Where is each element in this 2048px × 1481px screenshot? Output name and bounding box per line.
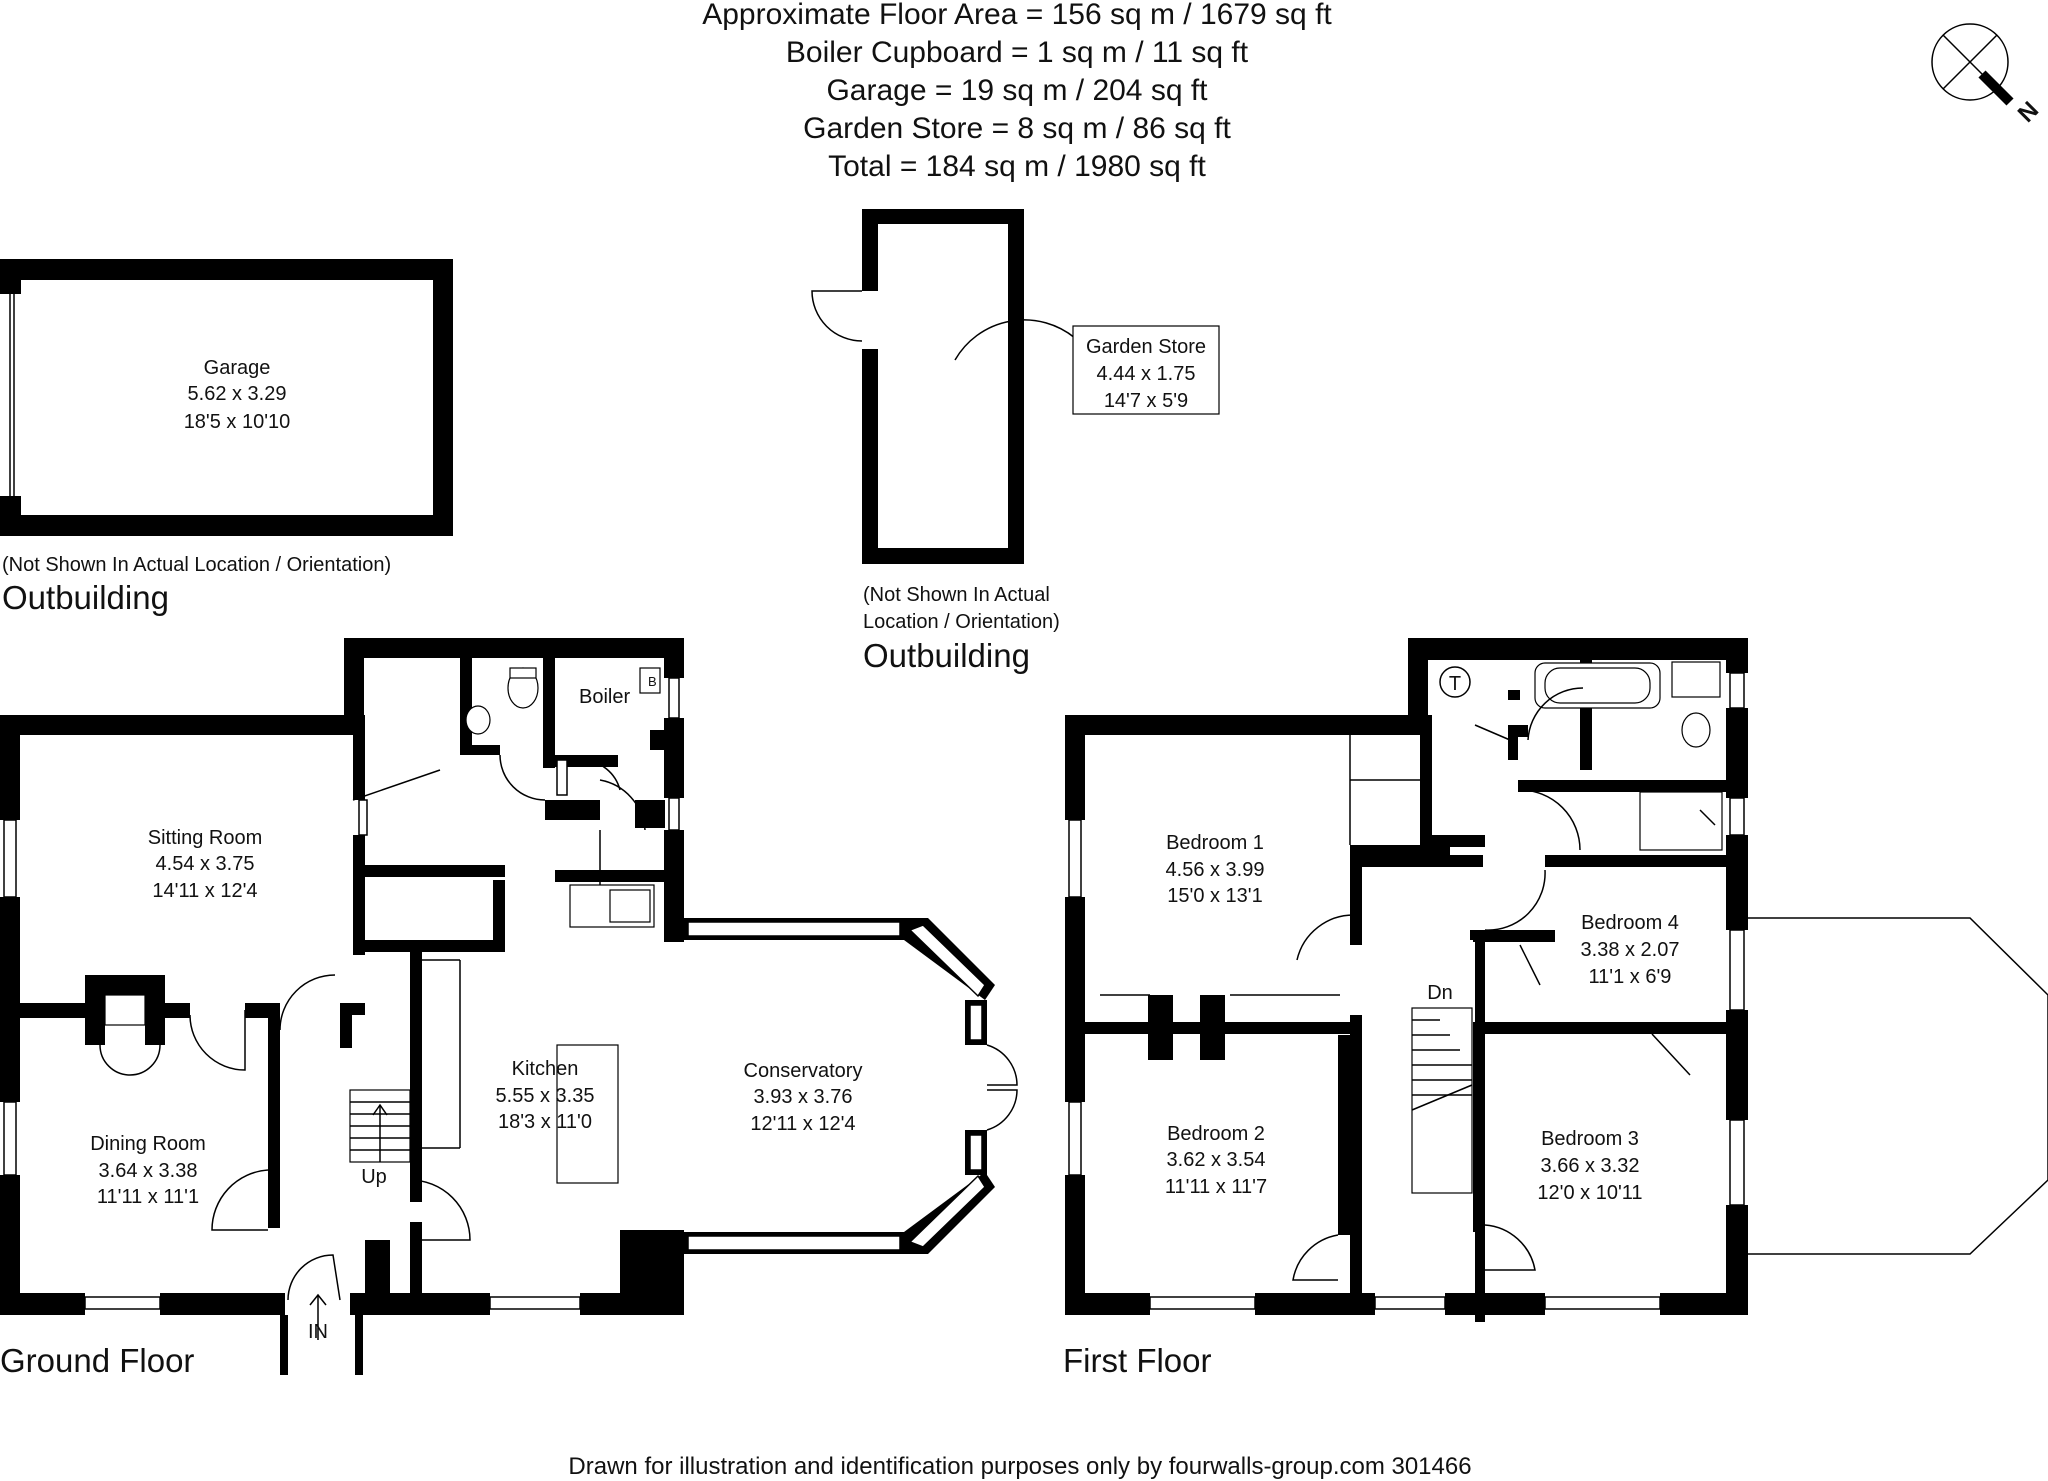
ground-floor-caption: Ground Floor bbox=[0, 1342, 194, 1379]
room-imperial: 15'0 x 13'1 bbox=[1167, 885, 1263, 907]
area-line-store: Garden Store = 8 sq m / 86 sq ft bbox=[803, 112, 1231, 145]
room-metric: 3.93 x 3.76 bbox=[754, 1086, 853, 1108]
room-imperial: 18'3 x 11'0 bbox=[498, 1111, 592, 1133]
room-name: Sitting Room bbox=[148, 827, 263, 849]
room-imperial: 12'0 x 10'11 bbox=[1537, 1182, 1642, 1204]
tank-label: T bbox=[1449, 673, 1461, 695]
garage-caption: Outbuilding bbox=[2, 579, 169, 616]
store-note-1: (Not Shown In Actual bbox=[863, 584, 1050, 606]
footer-disclaimer: Drawn for illustration and identificatio… bbox=[568, 1453, 1471, 1480]
room-name: Conservatory bbox=[744, 1060, 863, 1082]
garage-metric: 5.62 x 3.29 bbox=[188, 383, 287, 405]
boiler-b-label: B bbox=[648, 674, 657, 689]
area-line-boiler: Boiler Cupboard = 1 sq m / 11 sq ft bbox=[786, 36, 1249, 69]
room-metric: 4.54 x 3.75 bbox=[156, 853, 255, 875]
store-door bbox=[811, 290, 863, 342]
room-imperial: 14'11 x 12'4 bbox=[152, 880, 257, 902]
room-name: Kitchen bbox=[512, 1058, 579, 1080]
room-imperial: 11'1 x 6'9 bbox=[1589, 966, 1672, 988]
compass-north-label: N bbox=[2013, 97, 2044, 128]
garage-imperial: 18'5 x 10'10 bbox=[184, 411, 291, 433]
room-metric: 5.55 x 3.35 bbox=[496, 1085, 595, 1107]
store-note-2: Location / Orientation) bbox=[863, 611, 1060, 633]
garage-name: Garage bbox=[204, 357, 271, 379]
store-caption: Outbuilding bbox=[863, 637, 1030, 674]
entrance-label: IN bbox=[308, 1321, 328, 1343]
boiler-label: Boiler bbox=[579, 686, 630, 708]
area-line-total: Total = 184 sq m / 1980 sq ft bbox=[828, 150, 1206, 183]
store-metric: 4.44 x 1.75 bbox=[1097, 363, 1196, 385]
garden-store-plan: Garden Store 4.44 x 1.75 14'7 x 5'9 (Not… bbox=[811, 209, 1220, 674]
room-metric: 3.64 x 3.38 bbox=[99, 1160, 198, 1182]
first-floor-plan: T Dn Bedroom 1 4.56 x 3.99 15'0 x 13'1 B… bbox=[1063, 638, 2048, 1379]
area-line-floor: Approximate Floor Area = 156 sq m / 1679… bbox=[702, 0, 1332, 31]
room-name: Bedroom 4 bbox=[1581, 912, 1679, 934]
room-metric: 3.38 x 2.07 bbox=[1581, 939, 1680, 961]
garage-note: (Not Shown In Actual Location / Orientat… bbox=[2, 554, 391, 576]
stairs-down-label: Dn bbox=[1427, 982, 1453, 1004]
garage-plan: Garage 5.62 x 3.29 18'5 x 10'10 (Not Sho… bbox=[0, 259, 453, 616]
room-imperial: 11'11 x 11'7 bbox=[1165, 1176, 1267, 1198]
room-metric: 3.66 x 3.32 bbox=[1541, 1155, 1640, 1177]
first-floor-caption: First Floor bbox=[1063, 1342, 1212, 1379]
room-name: Bedroom 2 bbox=[1167, 1123, 1265, 1145]
room-metric: 4.56 x 3.99 bbox=[1166, 859, 1265, 881]
room-name: Dining Room bbox=[90, 1133, 206, 1155]
room-metric: 3.62 x 3.54 bbox=[1167, 1149, 1266, 1171]
stairs-up-label: Up bbox=[361, 1166, 387, 1188]
room-name: Bedroom 3 bbox=[1541, 1128, 1639, 1150]
compass-icon: N bbox=[1931, 23, 2044, 128]
store-name: Garden Store bbox=[1086, 336, 1206, 358]
room-imperial: 12'11 x 12'4 bbox=[750, 1113, 855, 1135]
area-line-garage: Garage = 19 sq m / 204 sq ft bbox=[826, 74, 1208, 107]
area-summary: Approximate Floor Area = 156 sq m / 1679… bbox=[702, 0, 1332, 183]
room-imperial: 11'11 x 11'1 bbox=[97, 1186, 199, 1208]
conservatory-roof-outline bbox=[1748, 917, 2048, 1255]
store-imperial: 14'7 x 5'9 bbox=[1104, 390, 1188, 412]
ground-floor-plan: Boiler B IN Up Sitting Room bbox=[0, 638, 1018, 1379]
room-name: Bedroom 1 bbox=[1166, 832, 1264, 854]
